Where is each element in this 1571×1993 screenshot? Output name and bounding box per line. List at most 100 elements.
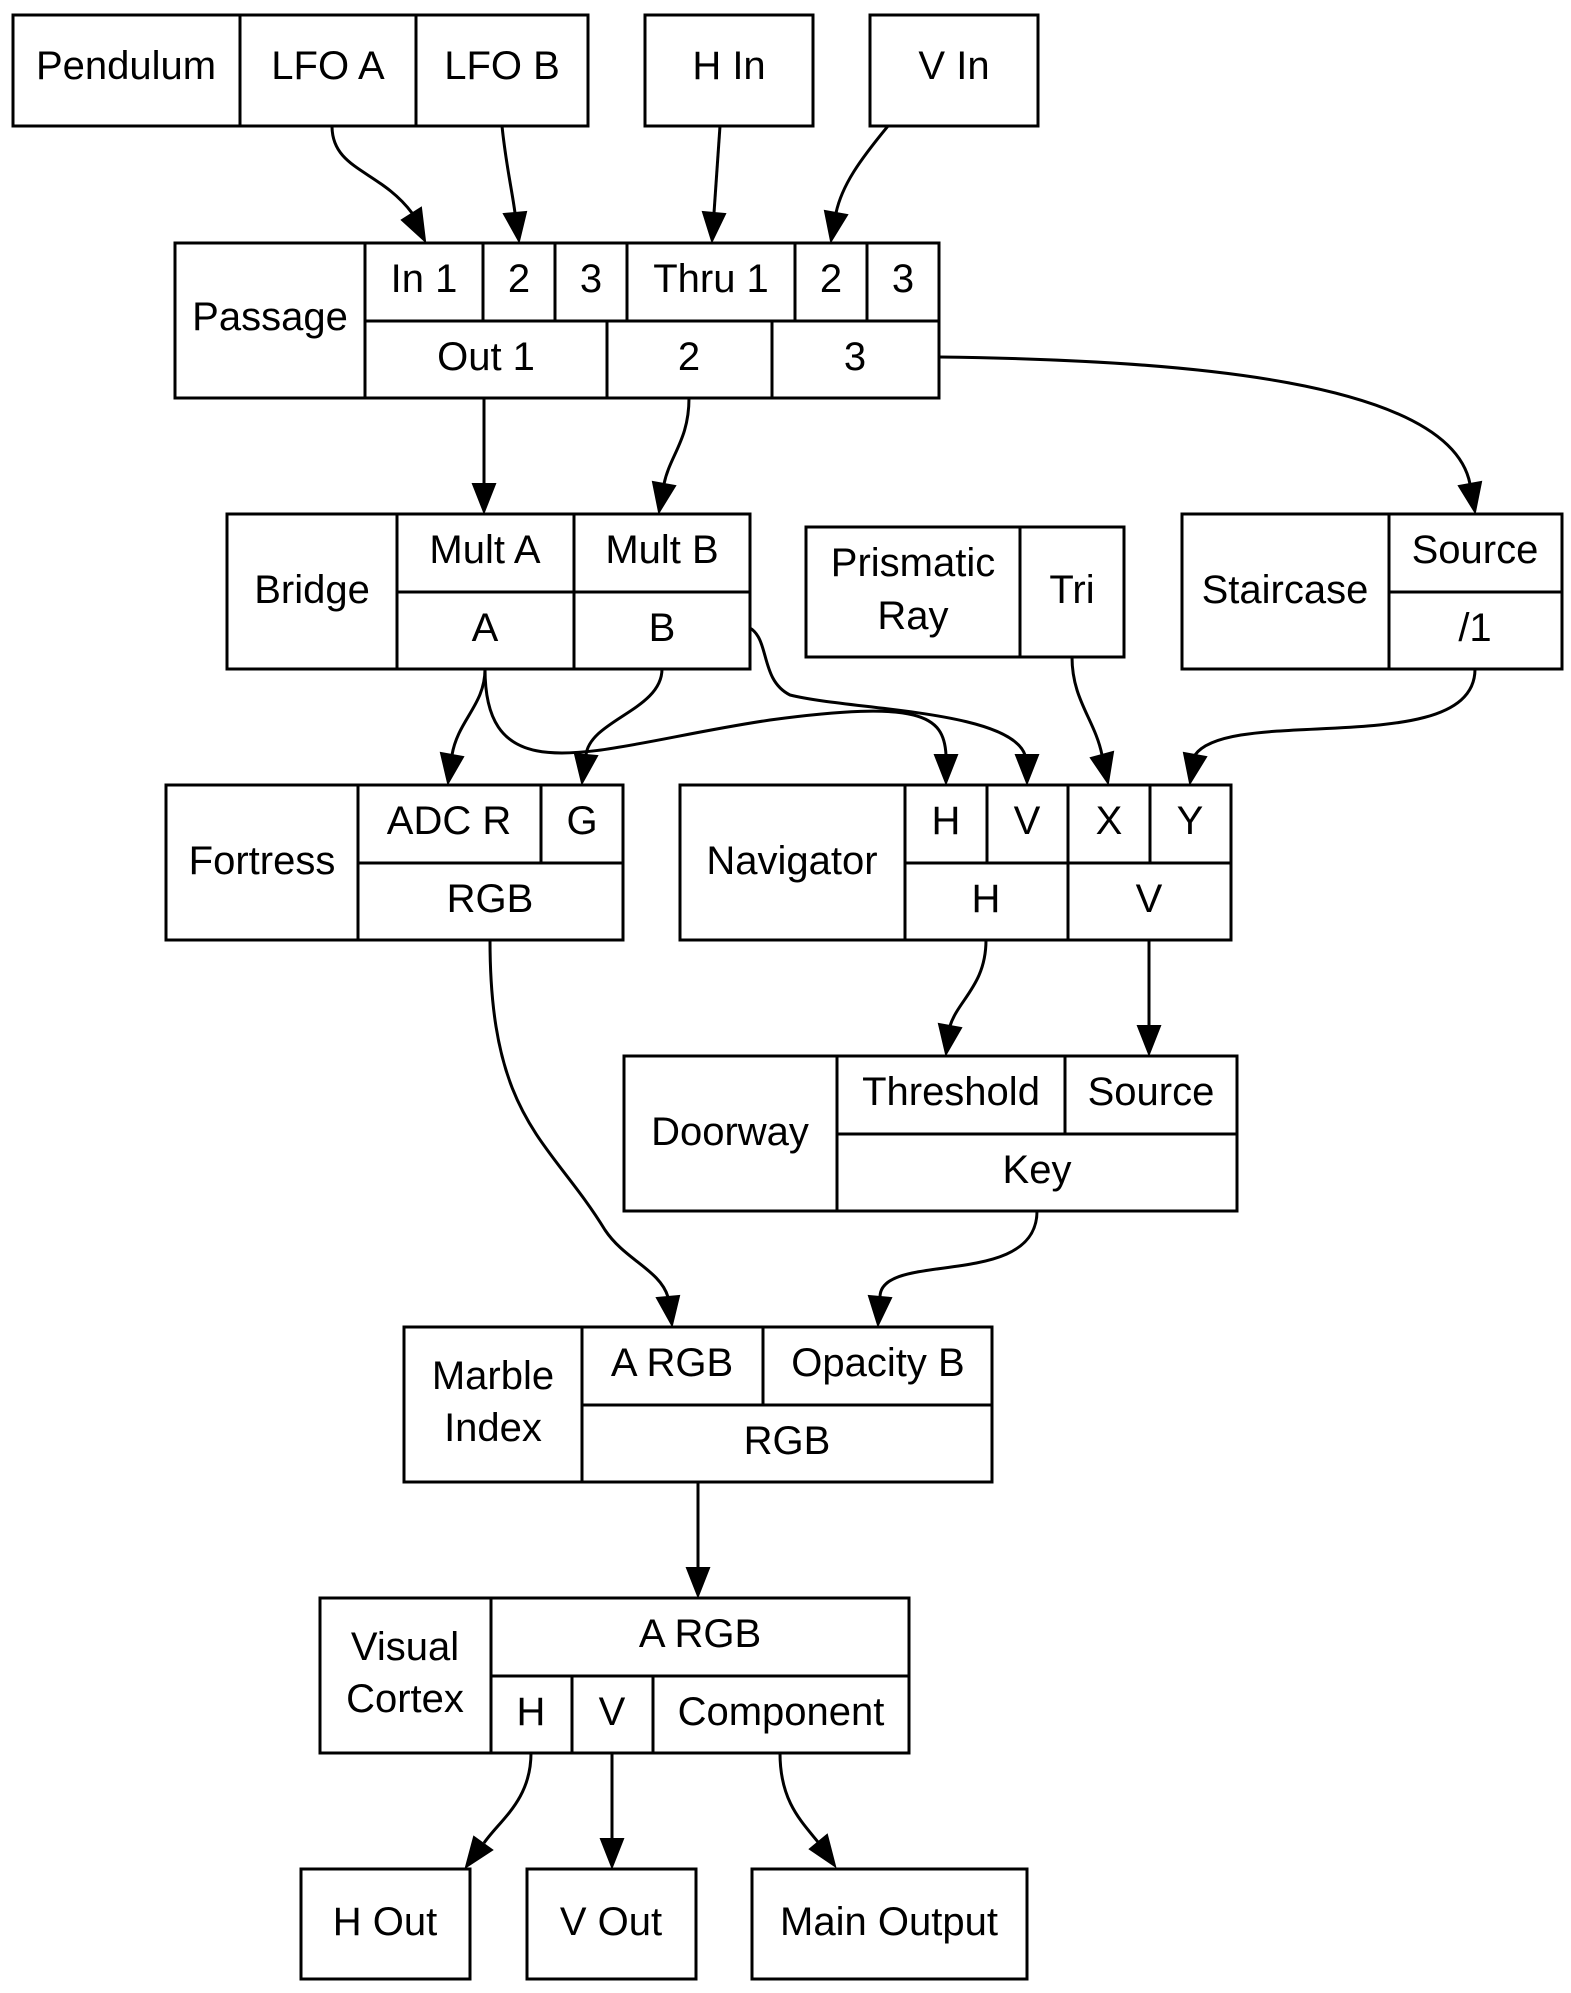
v-out-module: V Out — [525, 1867, 698, 1981]
pendulum-box — [11, 13, 590, 128]
v-in-module: V In — [868, 13, 1040, 128]
cable-passage-out-2-to-bridge-mult-b — [651, 397, 691, 515]
main-output-module: Main Output — [750, 1867, 1029, 1981]
passage-port-out-2: 2 — [678, 335, 700, 379]
cable-doorway-key-to-marble-index-opacity-b — [867, 1210, 1039, 1328]
staircase-port-source: Source — [1412, 528, 1539, 572]
fortress-port-adc-r: ADC R — [387, 799, 511, 843]
bridge-port-mult-b: Mult B — [605, 528, 718, 572]
visual-cortex-label-line2: Cortex — [346, 1677, 464, 1721]
navigator-port-in-h: H — [932, 799, 961, 843]
v-out-box — [525, 1867, 698, 1981]
navigator-label: Navigator — [706, 839, 877, 883]
prismatic-ray-label-line2: Ray — [877, 594, 948, 638]
navigator-port-out-v: V — [1136, 877, 1163, 921]
cable-v-in-to-passage-thru-2 — [823, 125, 890, 244]
navigator-port-in-x: X — [1096, 799, 1123, 843]
fortress-port-rgb: RGB — [447, 877, 534, 921]
visual-cortex-port-h: H — [517, 1690, 546, 1734]
navigator-port-in-v: V — [1014, 799, 1041, 843]
h-in-label: H In — [692, 44, 765, 88]
main-output-box — [750, 1867, 1029, 1981]
fortress-label: Fortress — [189, 839, 336, 883]
marble-index-label-line2: Index — [444, 1406, 542, 1450]
cable-bridge-b-to-fortress-g — [573, 668, 664, 786]
pendulum-port-lfo-a: LFO A — [271, 44, 385, 88]
navigator-module: Navigator H V X Y H V — [678, 783, 1233, 942]
passage-port-out-3: 3 — [844, 335, 866, 379]
doorway-module: Doorway Threshold Source Key — [622, 1054, 1239, 1213]
prismatic-ray-module: Prismatic Ray Tri — [804, 525, 1126, 659]
pendulum-label: Pendulum — [36, 44, 216, 88]
marble-index-port-a-rgb: A RGB — [611, 1341, 733, 1385]
fortress-port-g: G — [566, 799, 597, 843]
passage-label: Passage — [192, 295, 348, 339]
cable-visual-cortex-h-to-h-out — [464, 1752, 533, 1870]
cable-fortress-rgb-to-marble-index-a-rgb — [488, 939, 681, 1328]
visual-cortex-port-v: V — [599, 1690, 626, 1734]
passage-port-out-1: Out 1 — [437, 335, 535, 379]
marble-index-label-line1: Marble — [432, 1354, 554, 1398]
bridge-label: Bridge — [254, 568, 370, 612]
bridge-port-b: B — [649, 606, 676, 650]
v-out-label: V Out — [560, 1900, 662, 1944]
h-out-label: H Out — [333, 1900, 437, 1944]
cable-h-in-to-passage-thru-1 — [701, 125, 727, 244]
doorway-label: Doorway — [651, 1110, 809, 1154]
passage-port-in-3: 3 — [580, 257, 602, 301]
marble-index-module: Marble Index A RGB Opacity B RGB — [402, 1325, 994, 1484]
pendulum-module: Pendulum LFO A LFO B — [11, 13, 590, 128]
passage-port-in-1: In 1 — [391, 257, 458, 301]
h-in-box — [643, 13, 815, 128]
visual-cortex-port-component: Component — [678, 1690, 885, 1734]
cable-bridge-a-to-fortress-adc-r — [439, 668, 487, 786]
h-out-box — [299, 1867, 472, 1981]
cable-marble-index-rgb-to-visual-cortex-a-rgb — [685, 1482, 711, 1599]
h-out-module: H Out — [299, 1867, 472, 1981]
marble-index-port-rgb: RGB — [744, 1419, 831, 1463]
marble-index-port-opacity-b: Opacity B — [791, 1341, 964, 1385]
passage-port-thru-1: Thru 1 — [653, 257, 769, 301]
visual-cortex-label-line1: Visual — [351, 1625, 459, 1669]
cable-navigator-out-h-to-doorway-threshold — [937, 939, 988, 1057]
cable-passage-out-1-to-bridge-mult-a — [471, 398, 497, 515]
cable-passage-out-3-to-staircase-source — [938, 355, 1483, 515]
v-in-box — [868, 13, 1040, 128]
staircase-label: Staircase — [1202, 568, 1369, 612]
cable-bridge-b-to-navigator-in-v — [749, 626, 1040, 786]
doorway-port-key: Key — [1003, 1148, 1072, 1192]
prismatic-ray-box — [804, 525, 1126, 659]
cable-navigator-out-v-to-doorway-source — [1136, 940, 1162, 1057]
bridge-module: Bridge Mult A Mult B A B — [225, 512, 752, 671]
visual-cortex-port-a-rgb: A RGB — [639, 1612, 761, 1656]
doorway-port-source: Source — [1088, 1070, 1215, 1114]
prismatic-ray-label-line1: Prismatic — [831, 541, 995, 585]
visual-cortex-module: Visual Cortex A RGB H V Component — [318, 1596, 911, 1755]
passage-port-thru-3: 3 — [892, 257, 914, 301]
bridge-port-mult-a: Mult A — [429, 528, 540, 572]
cable-lfo-b-to-passage-in-2 — [500, 125, 528, 244]
cable-prismatic-ray-tri-to-navigator-in-x — [1070, 656, 1115, 786]
passage-port-in-2: 2 — [508, 257, 530, 301]
cable-staircase-div1-to-navigator-in-y — [1182, 668, 1477, 786]
cable-bridge-a-to-navigator-in-h — [483, 668, 959, 786]
passage-module: Passage In 1 2 3 Thru 1 2 3 Out 1 2 3 — [173, 241, 941, 400]
pendulum-port-lfo-b: LFO B — [444, 44, 560, 88]
h-in-module: H In — [643, 13, 815, 128]
v-in-label: V In — [918, 44, 989, 88]
doorway-port-threshold: Threshold — [862, 1070, 1040, 1114]
patch-cables — [330, 125, 1483, 1870]
cable-visual-cortex-v-to-v-out — [599, 1753, 625, 1870]
staircase-port-div1: /1 — [1458, 606, 1491, 650]
prismatic-ray-port-tri: Tri — [1049, 568, 1094, 612]
navigator-port-in-y: Y — [1177, 799, 1204, 843]
main-output-label: Main Output — [780, 1900, 998, 1944]
fortress-module: Fortress ADC R G RGB — [164, 783, 625, 942]
navigator-port-out-h: H — [972, 877, 1001, 921]
cable-lfo-a-to-passage-in-1 — [330, 125, 427, 244]
bridge-port-a: A — [472, 606, 499, 650]
passage-port-thru-2: 2 — [820, 257, 842, 301]
cable-visual-cortex-component-to-main-output — [778, 1752, 837, 1869]
staircase-module: Staircase Source /1 — [1180, 512, 1564, 671]
